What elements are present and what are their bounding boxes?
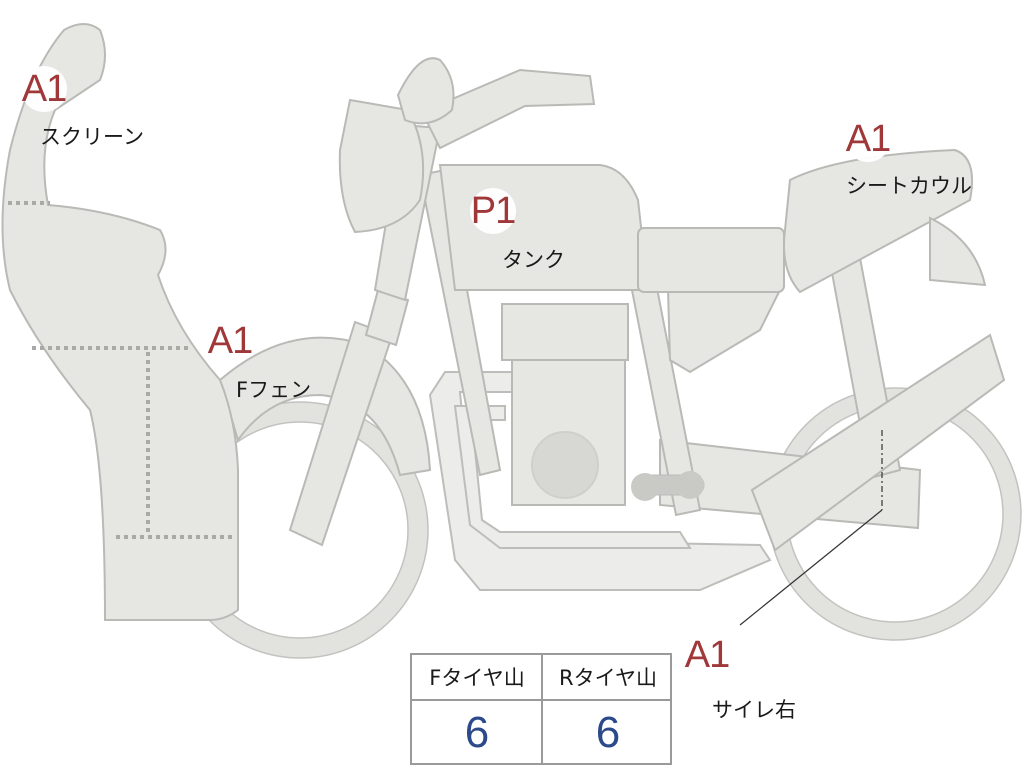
- front-fender-grade: A1: [207, 320, 253, 362]
- tank-grade-badge: P1: [470, 188, 516, 234]
- muffler-right-grade-badge: A1: [684, 632, 730, 678]
- tank-label: タンク: [502, 248, 565, 272]
- front-fender-label: Fフェン: [236, 378, 312, 402]
- side-cover: [666, 289, 782, 374]
- tank-grade: P1: [470, 190, 516, 232]
- rear-tread-header: Rタイヤ山: [559, 666, 657, 690]
- frame: [418, 168, 502, 477]
- headlight: [338, 98, 425, 234]
- front-cowl: [1, 23, 239, 621]
- muffler-right-grade: A1: [684, 634, 730, 676]
- table-divider-v: [541, 655, 543, 763]
- screen-grade-badge: A1: [21, 66, 67, 112]
- screen-label: スクリーン: [40, 125, 144, 149]
- muffler-right-label: サイレ右: [712, 698, 796, 722]
- rear-tread-value: 6: [595, 708, 621, 757]
- seat-cowl-grade-badge: A1: [845, 116, 891, 162]
- mirror: [396, 57, 455, 125]
- front-tread-value: 6: [464, 708, 490, 757]
- seat-cowl-label: シートカウル: [846, 174, 972, 198]
- muffler: [750, 333, 1006, 552]
- front-tread-header: Fタイヤ山: [429, 666, 525, 690]
- screen-grade: A1: [21, 68, 67, 110]
- engine-cylinder: [501, 303, 629, 361]
- tire-tread-table: Fタイヤ山 Rタイヤ山 6 6: [410, 653, 672, 765]
- seat: [637, 227, 785, 293]
- handlebar: [420, 68, 596, 150]
- seat-cowl-grade: A1: [845, 118, 891, 160]
- rear-cowl: [783, 148, 974, 294]
- front-fender-grade-badge: A1: [207, 318, 253, 364]
